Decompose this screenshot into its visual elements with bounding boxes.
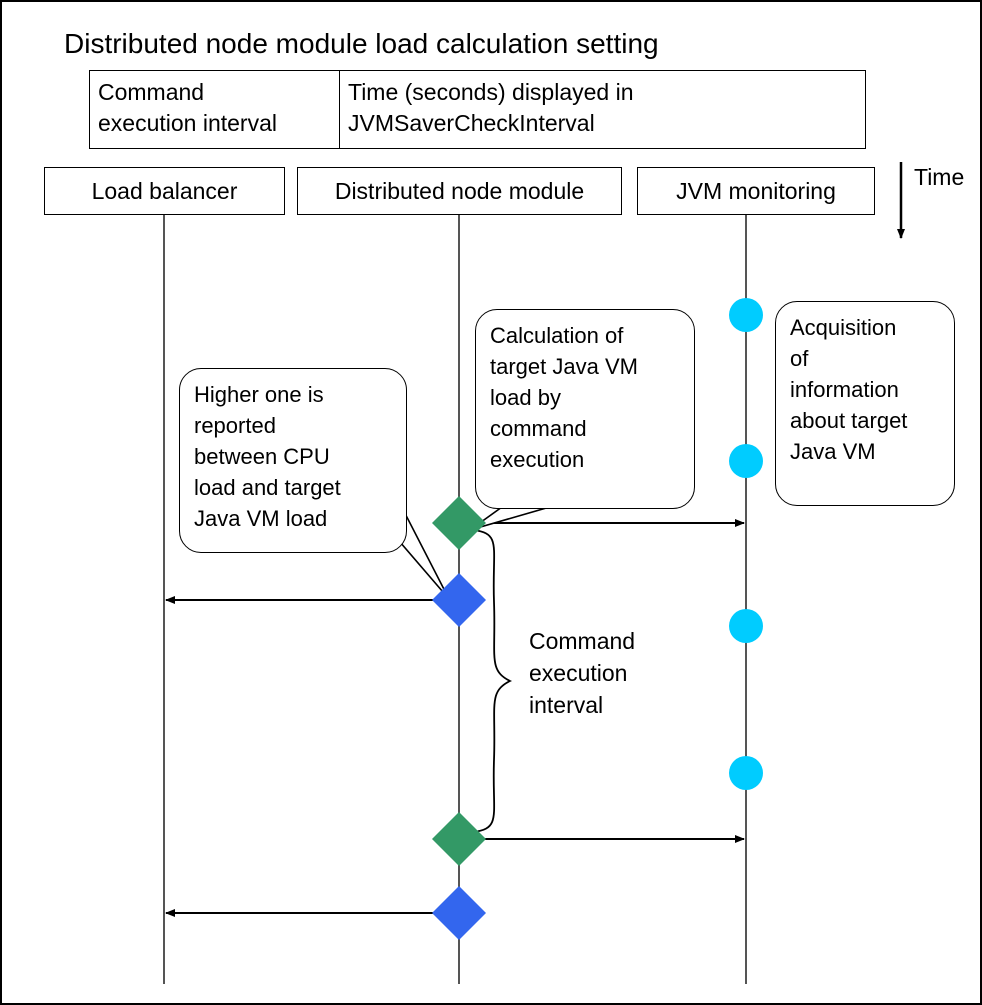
callout-line: information [790, 377, 899, 402]
event-marker-green-diamond[interactable] [432, 812, 486, 866]
lifeline-label-load-balancer: Load balancer [91, 177, 238, 204]
event-marker-blue-diamond[interactable] [432, 573, 486, 627]
event-marker-cyan-circle[interactable] [729, 444, 763, 478]
settings-table: Command execution interval Time (seconds… [89, 70, 866, 149]
callout-line: target Java VM [490, 354, 638, 379]
time-axis-label: Time [914, 164, 965, 190]
callout-line: Java VM [790, 439, 876, 464]
callout-line: execution [490, 447, 585, 472]
settings-value-line-2: JVMSaverCheckInterval [348, 110, 595, 136]
lifeline-label-distributed-node-module: Distributed node module [334, 177, 585, 204]
event-marker-cyan-circle[interactable] [729, 756, 763, 790]
lifeline-header-distributed-node-module[interactable]: Distributed node module [297, 167, 622, 215]
event-marker-cyan-circle[interactable] [729, 298, 763, 332]
event-marker-cyan-circle[interactable] [729, 609, 763, 643]
callout-line: between CPU [194, 444, 330, 469]
settings-key-line-1: Command [98, 79, 205, 105]
lifeline-header-load-balancer[interactable]: Load balancer [44, 167, 285, 215]
lifeline-label-jvm-monitoring: JVM monitoring [676, 177, 836, 204]
callout-calculation-target-load: Calculation of target Java VM load by co… [475, 309, 695, 509]
lifeline-header-jvm-monitoring[interactable]: JVM monitoring [637, 167, 875, 215]
callout-line: reported [194, 413, 276, 438]
event-marker-blue-diamond[interactable] [432, 886, 486, 940]
interval-label-line: interval [529, 692, 604, 718]
callout-line: about target [790, 408, 908, 433]
callout-line: of [790, 346, 809, 371]
settings-table-key-cell: Command execution interval [90, 71, 340, 148]
interval-label-line: execution [529, 660, 628, 686]
settings-table-value-cell: Time (seconds) displayed in JVMSaverChec… [340, 71, 865, 148]
settings-key-line-2: execution interval [98, 110, 277, 136]
callout-line: Calculation of [490, 323, 624, 348]
callout-line: Acquisition [790, 315, 897, 340]
interval-label-line: Command [529, 628, 636, 654]
callout-line: Higher one is [194, 382, 324, 407]
callout-line: load and target [194, 475, 341, 500]
callout-line: load by [490, 385, 561, 410]
callout-line: Java VM load [194, 506, 328, 531]
page-title: Distributed node module load calculation… [64, 28, 659, 59]
event-marker-green-diamond[interactable] [432, 496, 486, 550]
command-interval-bracket [473, 529, 513, 833]
command-interval-label: Command execution interval [529, 625, 635, 721]
callout-acquisition-info: Acquisition of information about target … [775, 301, 955, 506]
settings-value-line-1: Time (seconds) displayed in [348, 79, 634, 105]
callout-higher-one-reported: Higher one is reported between CPU load … [179, 368, 407, 553]
callout-line: command [490, 416, 587, 441]
